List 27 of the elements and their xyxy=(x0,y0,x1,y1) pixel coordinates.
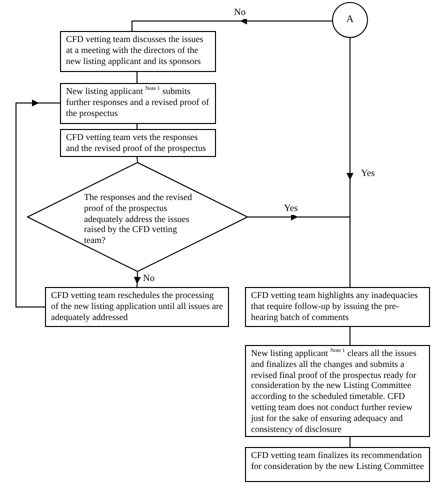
process-box xyxy=(245,287,430,327)
arrow xyxy=(134,272,141,288)
step-text: CFD vetting team finalizes its recommendation for consideration by the new Listing Committee xyxy=(251,450,424,472)
decision-diamond xyxy=(27,162,248,272)
step-text: New listing applicant $^{Note 1}$ clears all the issues and finalizes all the changes and submits a revised final proof of the prospectus ready for consideration by the new Listing Committee according to the scheduled timetable. CFD vetting team does not conduct further review just for the sake of ensuring adequacy and consistency of disclosure xyxy=(251,348,418,434)
arrow xyxy=(132,18,333,32)
process-box xyxy=(245,345,430,437)
process-box xyxy=(245,447,430,482)
connector-line xyxy=(136,72,138,84)
step-text: CFD vetting team highlights any inadequacies that require follow-up by issuing the pre-hearing batch of comments xyxy=(251,290,419,322)
connector-line xyxy=(136,124,138,130)
process-box xyxy=(60,31,216,72)
step-text: CFD vetting team vets the responses and the revised proof of the prospectus xyxy=(66,132,207,154)
arrow xyxy=(346,38,354,288)
question-text: The responses and the revised proof of the prospectus adequately address the issues raised by the CFD vetting team? xyxy=(84,192,193,246)
process-box xyxy=(60,129,216,157)
process-box xyxy=(60,83,216,124)
arrow xyxy=(16,100,60,308)
connector-letter: A xyxy=(346,14,354,26)
edge-label: No xyxy=(233,8,247,19)
edge-label: Yes xyxy=(283,204,299,215)
connector-line xyxy=(136,156,138,162)
step-text: CFD vetting team discusses the issues at a meeting with the directors of the new listing applicant and its sponsors xyxy=(66,34,204,66)
step-text: New listing applicant $^{Note 1}$ submits further responses and a revised proof of the prospectus xyxy=(66,86,210,118)
step-text: CFD vetting team reschedules the processing of the new listing application until all issues are adequately addressed xyxy=(51,290,223,322)
process-box xyxy=(45,287,229,327)
connector-circle xyxy=(332,2,368,38)
